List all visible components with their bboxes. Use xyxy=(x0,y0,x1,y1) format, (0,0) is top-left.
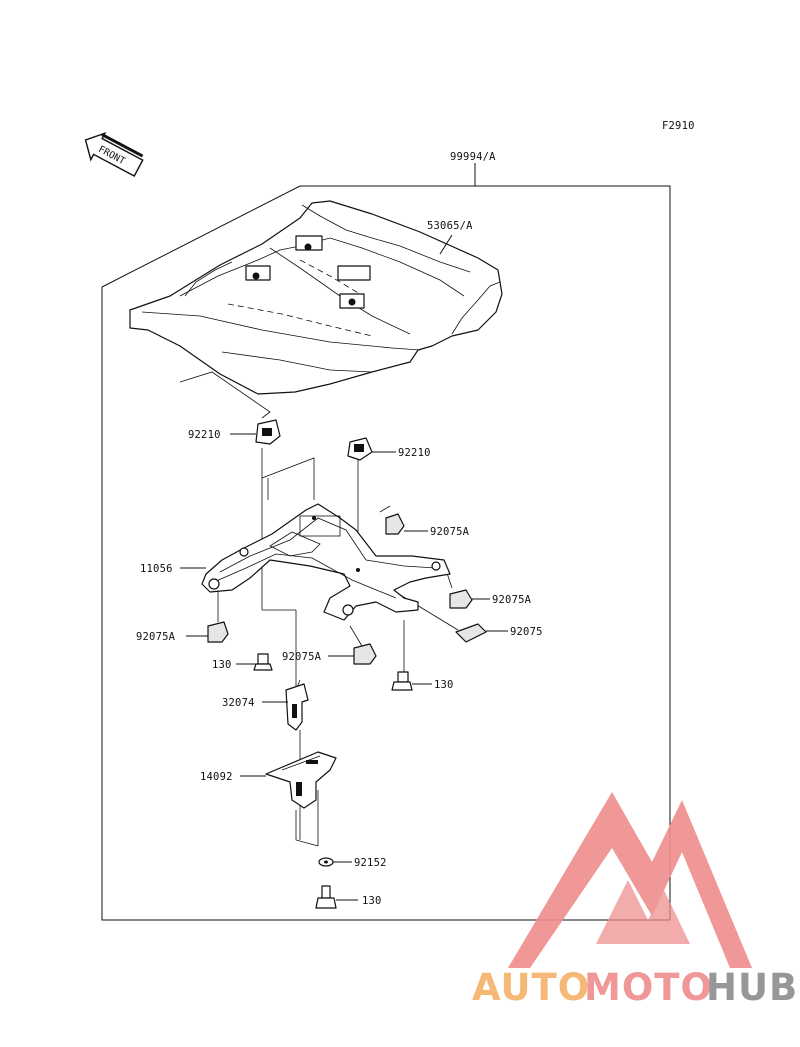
watermark-text-auto: AUTO xyxy=(472,966,590,1009)
nut-left-part-number: 92210 xyxy=(188,429,221,441)
seat-cover xyxy=(129,200,503,395)
stay-part-number: 32074 xyxy=(222,697,255,709)
damper-upper-right-part-number: 92075A xyxy=(430,526,470,538)
holder-part-number: 14092 xyxy=(200,771,233,783)
nut-left xyxy=(255,419,281,445)
watermark-logo: AUTO MOTO HUB xyxy=(472,792,798,1009)
bolt-left xyxy=(253,653,273,671)
damper-left-part-number: 92075A xyxy=(136,631,176,643)
damper-right-part-number: 92075A xyxy=(492,594,532,606)
damper-upper-right xyxy=(385,513,405,535)
holder xyxy=(265,751,337,809)
front-arrow-icon: FRONT xyxy=(84,132,144,177)
bolt-right xyxy=(391,671,413,691)
bolt-right-part-number: 130 xyxy=(434,679,454,691)
stay xyxy=(285,683,309,731)
assembly-part-number: 99994/A xyxy=(450,151,496,163)
watermark-text-moto: MOTO xyxy=(584,966,713,1009)
bracket xyxy=(201,503,451,621)
nut-right-part-number: 92210 xyxy=(398,447,431,459)
damper-center-part-number: 92075A xyxy=(282,651,322,663)
pad-part-number: 92075 xyxy=(510,626,543,638)
assembly-frame xyxy=(101,163,671,921)
bracket-part-number: 11056 xyxy=(140,563,173,575)
washer-part-number: 92152 xyxy=(354,857,387,869)
bolt-bottom-part-number: 130 xyxy=(362,895,382,907)
pad xyxy=(455,623,487,643)
bolt-left-part-number: 130 xyxy=(212,659,232,671)
damper-right xyxy=(449,589,473,609)
figure-code: F2910 xyxy=(662,120,695,132)
cover-part-number: 53065/A xyxy=(427,220,473,232)
bolt-bottom xyxy=(315,885,337,909)
watermark-text-hub: HUB xyxy=(706,966,798,1009)
damper-center xyxy=(353,643,377,665)
nut-right xyxy=(347,437,373,461)
damper-left xyxy=(207,621,229,643)
washer xyxy=(318,857,334,867)
